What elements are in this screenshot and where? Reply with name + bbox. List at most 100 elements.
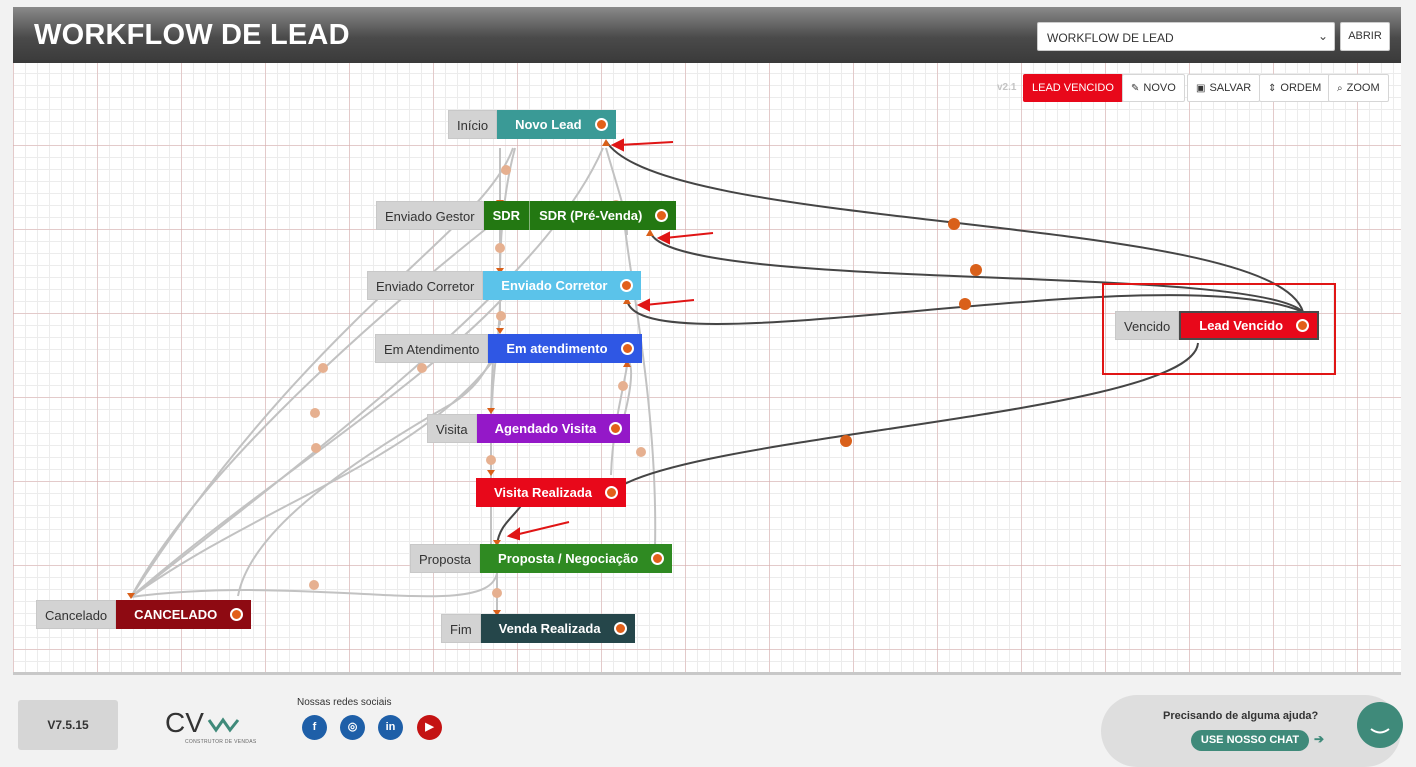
- node-venda-box[interactable]: Venda Realizada: [480, 614, 635, 643]
- node-atendimento-box[interactable]: Em atendimento: [488, 334, 642, 363]
- pencil-icon: ✎: [1131, 83, 1140, 94]
- link-atendimento-back: [610, 359, 629, 476]
- zoom-label: ZOOM: [1346, 82, 1380, 94]
- link-proposta-cancelado: [130, 572, 498, 598]
- node-venda[interactable]: Fim Venda Realizada: [441, 614, 635, 643]
- node-sdr-stage: Enviado Gestor: [376, 201, 484, 230]
- save-label: SALVAR: [1209, 82, 1252, 94]
- connector-dot[interactable]: [594, 118, 608, 131]
- node-novo-lead[interactable]: Início Novo Lead: [448, 110, 616, 139]
- node-novo-lead-name: Novo Lead: [515, 117, 582, 132]
- node-novo-lead-stage: Início: [448, 110, 498, 139]
- connector-dot[interactable]: [230, 608, 244, 621]
- node-visita-realizada-name: Visita Realizada: [494, 485, 593, 500]
- node-vencido-box[interactable]: Lead Vencido: [1179, 311, 1320, 340]
- app-version-badge: V7.5.15: [18, 700, 118, 750]
- node-visita[interactable]: Visita Agendado Visita: [427, 414, 631, 443]
- selection-highlight: [1102, 283, 1336, 375]
- node-atendimento-stage: Em Atendimento: [375, 334, 489, 363]
- new-button[interactable]: ✎NOVO: [1122, 74, 1185, 102]
- workflow-select[interactable]: WORKFLOW DE LEAD ⌄: [1037, 22, 1335, 51]
- connector-dot[interactable]: [605, 486, 619, 499]
- help-question: Precisando de alguma ajuda?: [1163, 710, 1319, 722]
- save-button[interactable]: ▣SALVAR: [1187, 74, 1261, 102]
- node-vencido-stage: Vencido: [1115, 311, 1180, 340]
- link-vencido-corretor: [626, 294, 1304, 325]
- help-box: Precisando de alguma ajuda? USE NOSSO CH…: [1101, 695, 1401, 767]
- cv-logo-subtitle: CONSTRUTOR DE VENDAS: [185, 739, 257, 745]
- facebook-icon[interactable]: f: [302, 715, 327, 740]
- chat-bubble-icon[interactable]: [1357, 702, 1403, 748]
- link-vencido-novo: [605, 140, 1304, 313]
- node-proposta-stage: Proposta: [410, 544, 481, 573]
- node-sdr-name: SDR (Pré-Venda): [539, 208, 643, 223]
- chat-smile-icon: [1370, 728, 1390, 734]
- node-cancelado-stage: Cancelado: [36, 600, 117, 629]
- node-proposta-box[interactable]: Proposta / Negociação: [480, 544, 673, 573]
- search-icon: ⌕: [1337, 83, 1343, 94]
- link-vencido-sdr: [649, 230, 1304, 313]
- node-corretor-name: Enviado Corretor: [501, 278, 608, 293]
- node-proposta[interactable]: Proposta Proposta / Negociação: [410, 544, 673, 573]
- floppy-icon: ▣: [1196, 83, 1206, 94]
- node-corretor-box[interactable]: Enviado Corretor: [483, 271, 642, 300]
- node-novo-lead-box[interactable]: Novo Lead: [497, 110, 616, 139]
- workflow-panel: WORKFLOW DE LEAD WORKFLOW DE LEAD ⌄ ABRI…: [13, 7, 1401, 675]
- lead-vencido-button[interactable]: LEAD VENCIDO: [1023, 74, 1123, 102]
- node-visita-name: Agendado Visita: [494, 421, 597, 436]
- connector-dot[interactable]: [1296, 319, 1310, 332]
- link-sdr-proposta: [624, 227, 657, 549]
- svg-text:CV: CV: [165, 707, 204, 738]
- linkedin-icon[interactable]: in: [378, 715, 403, 740]
- node-visita-stage: Visita: [427, 414, 477, 443]
- connector-dot[interactable]: [651, 552, 665, 565]
- node-venda-name: Venda Realizada: [498, 621, 601, 636]
- node-sdr[interactable]: Enviado Gestor SDR SDR (Pré-Venda): [376, 201, 677, 230]
- cv-logo-mark: CV: [165, 707, 240, 738]
- connector-dot[interactable]: [620, 342, 634, 355]
- connector-dot[interactable]: [620, 279, 634, 292]
- node-atendimento-name: Em atendimento: [506, 341, 608, 356]
- cv-logo[interactable]: CV CONSTRUTOR DE VENDAS: [165, 706, 257, 745]
- chat-button[interactable]: USE NOSSO CHAT: [1191, 730, 1309, 751]
- link-cancelado-atendimento: [237, 360, 492, 597]
- lead-vencido-label: LEAD VENCIDO: [1032, 82, 1114, 94]
- link-vencido-realizada: [620, 342, 1199, 487]
- page-title: WORKFLOW DE LEAD: [34, 19, 350, 51]
- workflow-links: [127, 138, 1304, 616]
- sort-icon: ⇕: [1268, 83, 1277, 94]
- node-vencido[interactable]: Vencido Lead Vencido: [1115, 311, 1320, 340]
- footer: V7.5.15 CV CONSTRUTOR DE VENDAS Nossas r…: [0, 678, 1416, 767]
- order-label: ORDEM: [1280, 82, 1322, 94]
- node-visita-box[interactable]: Agendado Visita: [476, 414, 631, 443]
- youtube-icon[interactable]: ▶: [417, 715, 442, 740]
- node-visita-realizada[interactable]: Visita Realizada: [476, 478, 627, 507]
- chevron-down-icon: ⌄: [1317, 29, 1328, 43]
- zoom-button[interactable]: ⌕ZOOM: [1328, 74, 1389, 102]
- arrow-right-icon: ➔: [1314, 732, 1325, 746]
- instagram-icon[interactable]: ◎: [340, 715, 365, 740]
- node-corretor-stage: Enviado Corretor: [367, 271, 484, 300]
- node-vencido-name: Lead Vencido: [1199, 318, 1284, 333]
- node-visita-realizada-box[interactable]: Visita Realizada: [476, 478, 627, 507]
- open-button[interactable]: ABRIR: [1340, 22, 1390, 51]
- workflow-canvas[interactable]: v2.1 LEAD VENCIDO ✎NOVO ▣SALVAR ⇕ORDEM ⌕…: [13, 63, 1401, 672]
- connector-dot[interactable]: [655, 209, 669, 222]
- node-atendimento[interactable]: Em Atendimento Em atendimento: [375, 334, 642, 363]
- social-title: Nossas redes sociais: [297, 697, 392, 708]
- new-label: NOVO: [1143, 82, 1176, 94]
- order-button[interactable]: ⇕ORDEM: [1259, 74, 1331, 102]
- connector-dot[interactable]: [613, 622, 627, 635]
- connector-dot[interactable]: [609, 422, 623, 435]
- node-cancelado-box[interactable]: CANCELADO: [116, 600, 252, 629]
- node-proposta-name: Proposta / Negociação: [498, 551, 639, 566]
- node-sdr-prefix: SDR: [493, 201, 531, 230]
- version-faint: v2.1: [997, 82, 1017, 93]
- node-cancelado-name: CANCELADO: [134, 607, 218, 622]
- node-venda-stage: Fim: [441, 614, 481, 643]
- workflow-select-value: WORKFLOW DE LEAD: [1047, 31, 1174, 45]
- node-sdr-box[interactable]: SDR SDR (Pré-Venda): [483, 201, 677, 230]
- node-corretor[interactable]: Enviado Corretor Enviado Corretor: [367, 271, 642, 300]
- node-cancelado[interactable]: Cancelado CANCELADO: [36, 600, 252, 629]
- header-bar: WORKFLOW DE LEAD WORKFLOW DE LEAD ⌄ ABRI…: [13, 7, 1401, 63]
